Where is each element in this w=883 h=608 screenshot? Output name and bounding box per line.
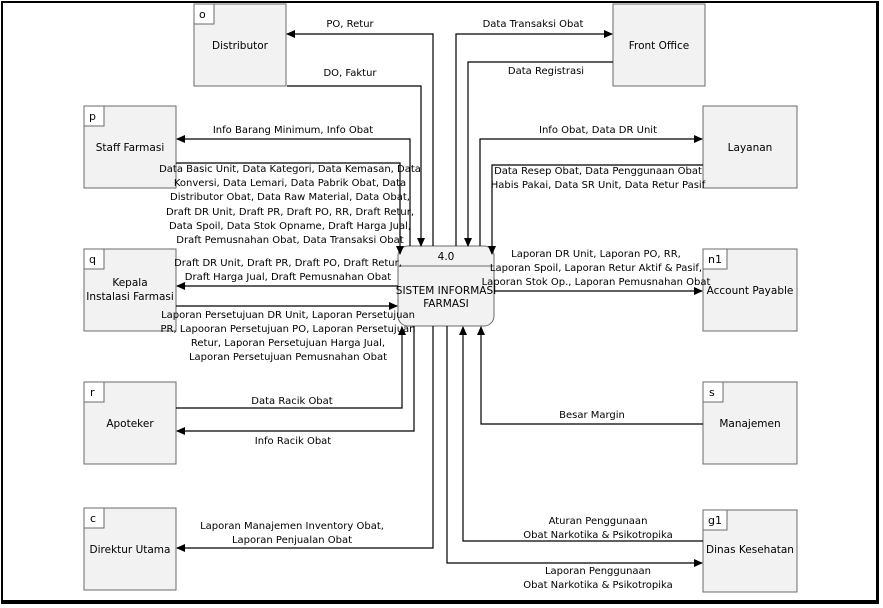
entity-apoteker: r Apoteker [83, 381, 177, 465]
flow-arrow-info-racik-obat [176, 326, 415, 435]
entity-id-box [83, 248, 105, 270]
entity-id: n1 [708, 253, 722, 266]
flow-label-line: Retur, Laporan Persetujuan Harga Jual, [191, 338, 385, 349]
flow-label-line: Obat Narkotika & Psikotropika [523, 530, 673, 541]
flow-label-besar-margin: Besar Margin [559, 410, 625, 421]
entity-name: Manajemen [719, 418, 780, 430]
flow-label-data-transaksi-obat: Data Transaksi Obat [483, 19, 584, 30]
flow-label-aturan-penggunaan: Aturan Penggunaan Obat Narkotika & Psiko… [523, 516, 673, 541]
flow-label-line: PR, Lapooran Persetujuan PO, Laporan Per… [160, 324, 415, 335]
flow-arrow-po-retur [286, 30, 434, 246]
flow-label-line: Data Basic Unit, Data Kategori, Data Kem… [159, 164, 421, 175]
flow-label-line: Laporan Persetujuan DR Unit, Laporan Per… [161, 310, 415, 321]
flow-label-info-racik-obat: Info Racik Obat [255, 436, 332, 447]
entity-id-box [193, 3, 215, 25]
flow-arrow-info-obat-dr-unit [479, 135, 703, 246]
entity-id: r [90, 386, 95, 399]
flow-label-draft-dr-unit: Draft DR Unit, Draft PR, Draft PO, Draft… [174, 258, 402, 283]
flow-label-info-obat-dr-unit: Info Obat, Data DR Unit [539, 125, 657, 136]
entity-id: o [199, 8, 206, 21]
entity-id-box [83, 105, 105, 127]
flow-label-info-barang-minimum: Info Barang Minimum, Info Obat [213, 125, 373, 136]
entity-id: c [90, 512, 96, 525]
flow-arrow-aturan-penggunaan [459, 326, 703, 542]
process-sistem-informasi-farmasi: 4.0 SISTEM INFORMASI FARMASI [396, 245, 496, 327]
flow-label-laporan-persetujuan: Laporan Persetujuan DR Unit, Laporan Per… [160, 310, 415, 363]
flow-arrow-besar-margin [477, 326, 703, 425]
flow-label-line: Draft DR Unit, Draft PR, Draft PO, Draft… [174, 258, 402, 269]
flow-arrow-data-transaksi-obat [455, 30, 613, 246]
flow-label-line: Laporan Stok Op., Laporan Pemusnahan Oba… [482, 277, 711, 288]
entity-id: q [89, 253, 96, 266]
entity-distributor: o Distributor [193, 3, 287, 87]
entity-id-box [83, 507, 105, 529]
entity-id-box [702, 381, 724, 403]
flow-arrow-data-registrasi [464, 61, 613, 247]
flow-label-data-resep-obat: Data Resep Obat, Data Penggunaan Obat Ha… [491, 166, 706, 191]
flow-label-po-retur: PO, Retur [326, 19, 374, 30]
flow-label-line: Obat Narkotika & Psikotropika [523, 580, 673, 591]
flow-label-line: Habis Pakai, Data SR Unit, Data Retur Pa… [491, 180, 706, 191]
flow-label-line: Draft Pemusnahan Obat, Data Transaksi Ob… [176, 235, 403, 246]
entity-name: Staff Farmasi [96, 142, 164, 154]
entity-name: Layanan [728, 142, 773, 154]
flow-label-do-faktur: DO, Faktur [323, 68, 377, 79]
process-name-line-2: FARMASI [423, 298, 469, 310]
flow-label-line: Data Spoil, Data Stok Opname, Draft Harg… [169, 221, 411, 232]
entity-account-payable: n1 Account Payable [702, 248, 798, 332]
process-id: 4.0 [438, 251, 455, 263]
entity-id: g1 [708, 514, 722, 527]
flow-label-line: Konversi, Data Lemari, Data Pabrik Obat,… [174, 178, 406, 189]
flow-arrow-do-faktur [287, 85, 425, 247]
flow-arrow-data-basic-unit [176, 162, 404, 255]
flow-arrow-data-racik-obat [176, 326, 406, 409]
entity-front-office: Front Office [612, 3, 706, 87]
entity-direktur-utama: c Direktur Utama [83, 507, 177, 591]
entity-name: Account Payable [707, 285, 794, 297]
flow-label-data-basic-unit: Data Basic Unit, Data Kategori, Data Kem… [159, 164, 421, 246]
flow-label-data-registrasi: Data Registrasi [508, 66, 584, 77]
entity-name-line-1: Kepala [112, 277, 147, 289]
entity-id-box [702, 248, 728, 270]
entity-dinas-kesehatan: g1 Dinas Kesehatan [702, 509, 798, 593]
flow-label-data-racik-obat: Data Racik Obat [251, 396, 333, 407]
flow-label-line: Aturan Penggunaan [549, 516, 648, 527]
flow-arrow-laporan-manajemen [176, 326, 434, 552]
flow-label-line: Distributor Obat, Data Raw Material, Dat… [170, 192, 410, 203]
entity-box [702, 105, 798, 189]
flow-label-line: Laporan Penggunaan [545, 566, 651, 577]
flow-arrow-info-barang-minimum [176, 135, 411, 246]
flow-label-line: Data Resep Obat, Data Penggunaan Obat [494, 166, 702, 177]
flow-label-laporan-dr-unit: Laporan DR Unit, Laporan PO, RR, Laporan… [482, 249, 711, 288]
entity-name: Apoteker [106, 418, 154, 430]
entity-name: Dinas Kesehatan [706, 544, 794, 556]
entity-id: s [709, 386, 715, 399]
entity-name-line-2: Instalasi Farmasi [86, 291, 174, 303]
flow-label-line: Laporan DR Unit, Laporan PO, RR, [511, 249, 681, 260]
flow-arrow-laporan-penggunaan [446, 326, 703, 567]
entity-name: Front Office [629, 40, 690, 52]
flow-label-line: Laporan Spoil, Laporan Retur Aktif & Pas… [490, 263, 702, 274]
entity-name: Distributor [212, 40, 269, 52]
entity-kepala-instalasi-farmasi: q Kepala Instalasi Farmasi [83, 248, 177, 332]
entity-staff-farmasi: p Staff Farmasi [83, 105, 177, 189]
flow-label-laporan-penggunaan: Laporan Penggunaan Obat Narkotika & Psik… [523, 566, 673, 591]
entity-id: p [89, 110, 96, 123]
entity-box [612, 3, 706, 87]
flow-label-line: Laporan Manajemen Inventory Obat, [200, 521, 384, 532]
entity-manajemen: s Manajemen [702, 381, 798, 465]
entity-id-box [83, 381, 105, 403]
entity-id-box [702, 509, 728, 531]
flow-label-line: Laporan Persetujuan Pemusnahan Obat [189, 352, 387, 363]
flow-label-line: Laporan Penjualan Obat [232, 535, 352, 546]
entity-layanan: Layanan [702, 105, 798, 189]
flow-arrow-data-resep-obat [488, 164, 703, 255]
process-name-line-1: SISTEM INFORMASI [396, 285, 496, 297]
flow-label-line: Draft Harga Jual, Draft Pemusnahan Obat [185, 272, 391, 283]
flow-label-laporan-manajemen: Laporan Manajemen Inventory Obat, Lapora… [200, 521, 384, 546]
flow-label-line: Draft DR Unit, Draft PR, Draft PO, RR, D… [166, 207, 414, 218]
entity-name: Direktur Utama [90, 544, 171, 556]
